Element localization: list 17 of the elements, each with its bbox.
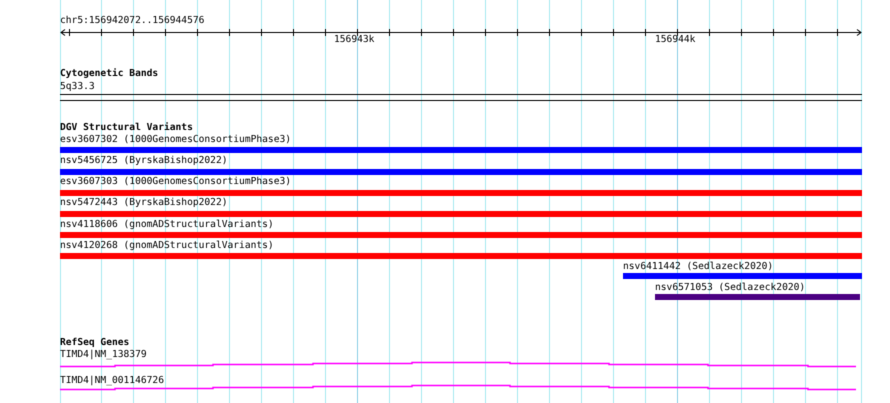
tick-label: 156943k: [334, 34, 374, 46]
cytoband-label: 5q33.3: [60, 81, 95, 93]
feature-label: esv3607302 (1000GenomesConsortiumPhase3): [60, 134, 292, 146]
feature-label: nsv6411442 (Sedlazeck2020): [623, 261, 774, 273]
feature-label: TIMD4|NM_001146726: [60, 375, 164, 387]
feature-label: nsv5456725 (ByrskaBishop2022): [60, 155, 228, 167]
tick-label: 156944k: [655, 34, 696, 46]
track-title: Cytogenetic Bands: [60, 68, 158, 80]
feature-label: nsv6571053 (Sedlazeck2020): [655, 282, 806, 294]
feature-label: nsv4118606 (gnomADStructuralVariants): [60, 219, 274, 231]
feature-label: nsv5472443 (ByrskaBishop2022): [60, 197, 228, 209]
feature-label: nsv4120268 (gnomADStructuralVariants): [60, 240, 274, 252]
track-title: RefSeq Genes: [60, 337, 130, 349]
coordinate-range-label: chr5:156942072..156944576: [60, 15, 204, 27]
track-title: DGV Structural Variants: [60, 122, 193, 134]
feature-label: TIMD4|NM_138379: [60, 349, 147, 361]
feature-label: esv3607303 (1000GenomesConsortiumPhase3): [60, 176, 292, 188]
